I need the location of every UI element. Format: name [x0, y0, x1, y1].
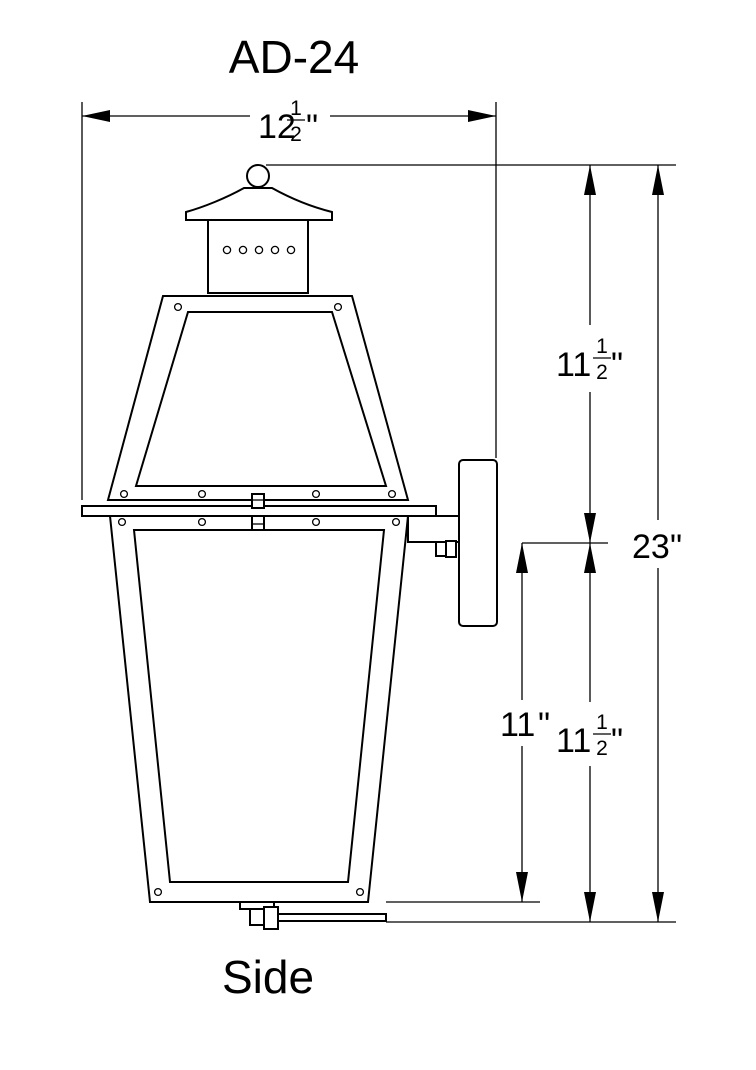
title: AD-24	[229, 31, 359, 83]
width-whole: 12	[258, 108, 296, 146]
gas-line	[277, 913, 387, 922]
upper-height-numerator: 1	[596, 335, 608, 358]
lower-height-unit: "	[611, 722, 623, 760]
gas-fitting	[239, 901, 387, 930]
lower-frame-inner	[132, 529, 386, 883]
wall-bracket	[407, 459, 498, 627]
lower-height-denominator: 2	[596, 737, 608, 760]
mount-height-whole: 11	[500, 706, 535, 744]
width-denominator: 2	[290, 123, 302, 146]
upper-frame-outer	[106, 295, 410, 501]
bracket-arm	[407, 515, 460, 543]
cap-roof	[185, 187, 333, 221]
upper-height-unit: "	[611, 346, 623, 384]
upper-rivets	[119, 302, 397, 499]
view-label: Side	[222, 951, 314, 1003]
fitting-elbow	[263, 906, 279, 930]
width-numerator: 1	[290, 97, 302, 120]
vertical-dimensions: 11 1 2 " 11 1 2 " 11 " 23 "	[266, 164, 682, 923]
width-dimension: 12 1 2 "	[81, 97, 497, 500]
lower-body	[108, 515, 410, 903]
upper-height-denominator: 2	[596, 361, 608, 384]
lower-height-numerator: 1	[596, 711, 608, 734]
finial-ball	[246, 164, 270, 188]
lower-rivets	[117, 517, 401, 897]
bracket-nut	[445, 540, 457, 558]
upper-body	[106, 295, 410, 501]
upper-height-whole: 11	[556, 346, 591, 384]
width-unit: "	[306, 108, 318, 146]
lantern-top	[185, 164, 333, 294]
overall-height-whole: 23	[632, 528, 670, 566]
upper-frame-inner	[134, 311, 388, 487]
lower-frame-outer	[108, 515, 410, 903]
mounting-plate	[81, 493, 437, 531]
vent-holes	[222, 245, 296, 255]
width-arrow-left	[82, 110, 110, 122]
overall-height-unit: "	[670, 528, 682, 566]
wall-plate	[458, 459, 498, 627]
lower-height-whole: 11	[556, 722, 591, 760]
center-bolt-bottom	[251, 515, 265, 531]
width-arrow-right	[468, 110, 496, 122]
chimney	[207, 219, 309, 294]
center-bolt-top	[251, 493, 265, 509]
mount-height-unit: "	[538, 706, 550, 744]
